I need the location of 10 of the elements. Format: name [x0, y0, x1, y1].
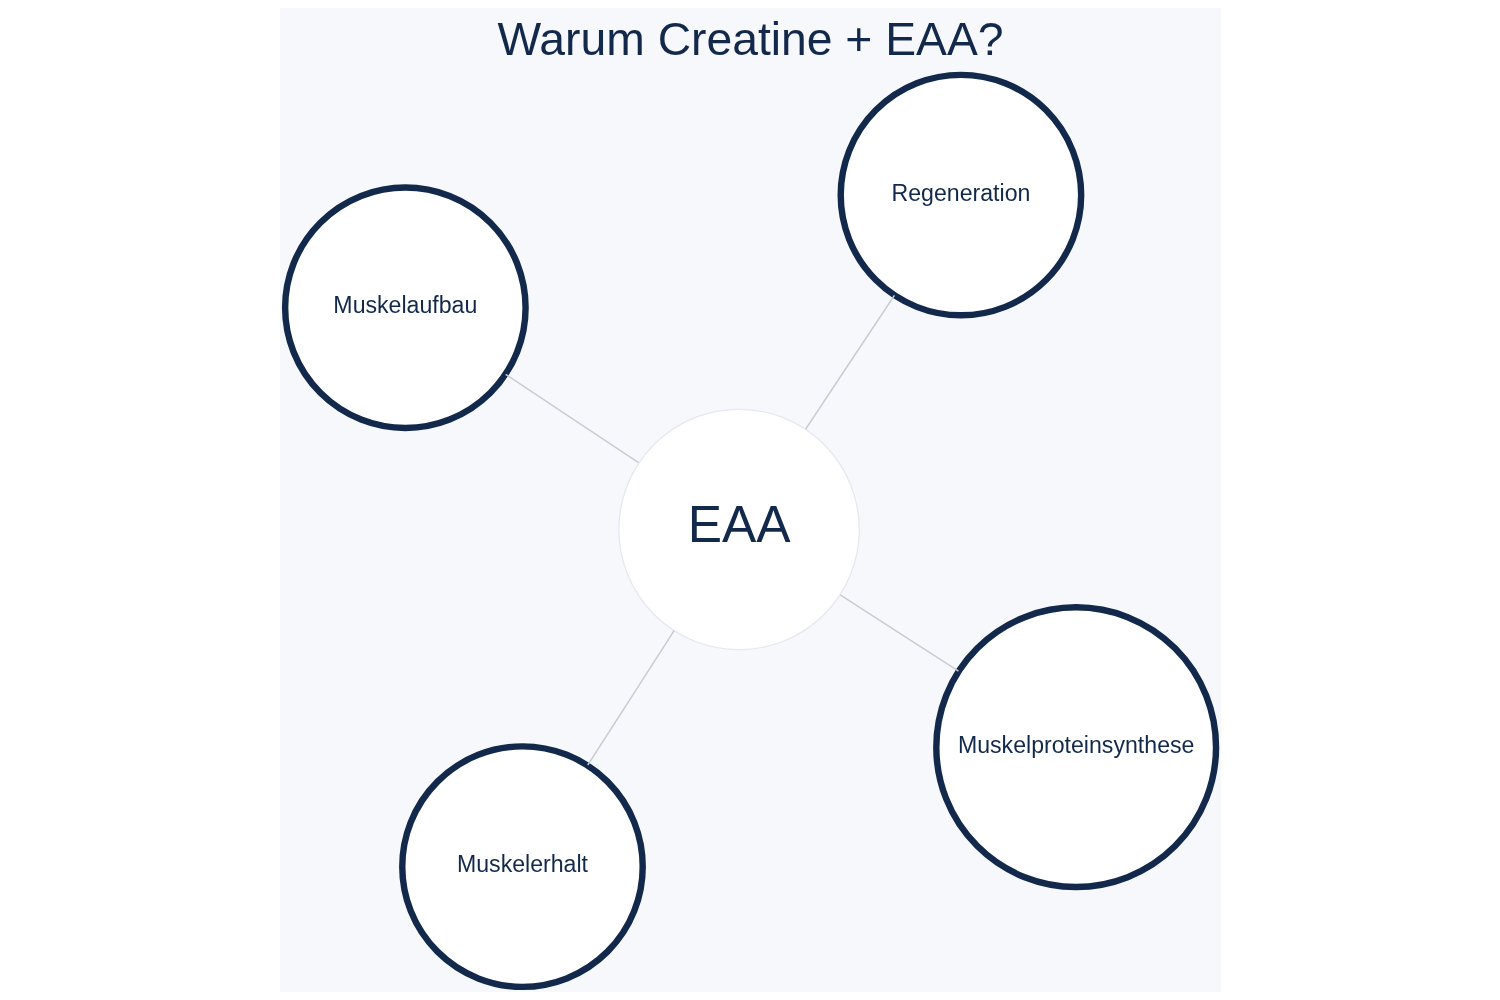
node-circle: Muskelproteinsynthese	[932, 604, 1219, 891]
node-circle: Regeneration	[837, 71, 1084, 319]
node-circle: Muskelaufbau	[281, 184, 529, 432]
connector	[838, 594, 959, 672]
diagram-title: Warum Creatine + EAA?	[496, 13, 1004, 66]
connector	[586, 629, 675, 766]
node-circle: Muskelerhalt	[398, 743, 646, 991]
node-circle: EAA	[617, 408, 860, 651]
connector	[804, 294, 895, 430]
connector	[504, 373, 639, 464]
